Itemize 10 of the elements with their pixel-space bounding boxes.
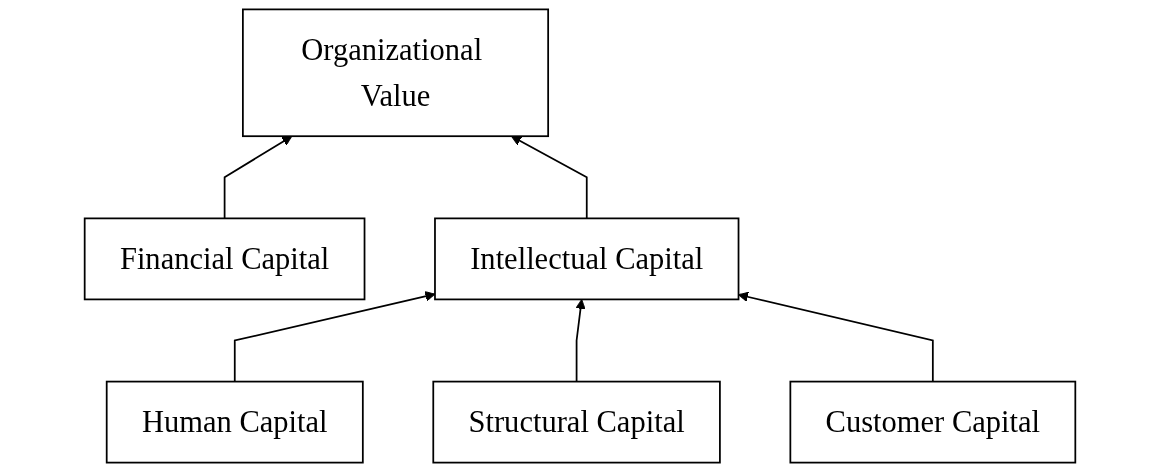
node-box: Customer Capital: [789, 380, 1077, 464]
node-box: Organizational Value: [242, 8, 550, 138]
arrow: [575, 298, 586, 383]
arrow: [738, 291, 934, 383]
node-box: Intellectual Capital: [434, 217, 740, 301]
arrow: [223, 135, 293, 220]
node-box: Human Capital: [105, 380, 364, 464]
arrow: [511, 135, 588, 220]
node-box: Structural Capital: [432, 380, 721, 464]
node-box: Financial Capital: [83, 217, 366, 301]
